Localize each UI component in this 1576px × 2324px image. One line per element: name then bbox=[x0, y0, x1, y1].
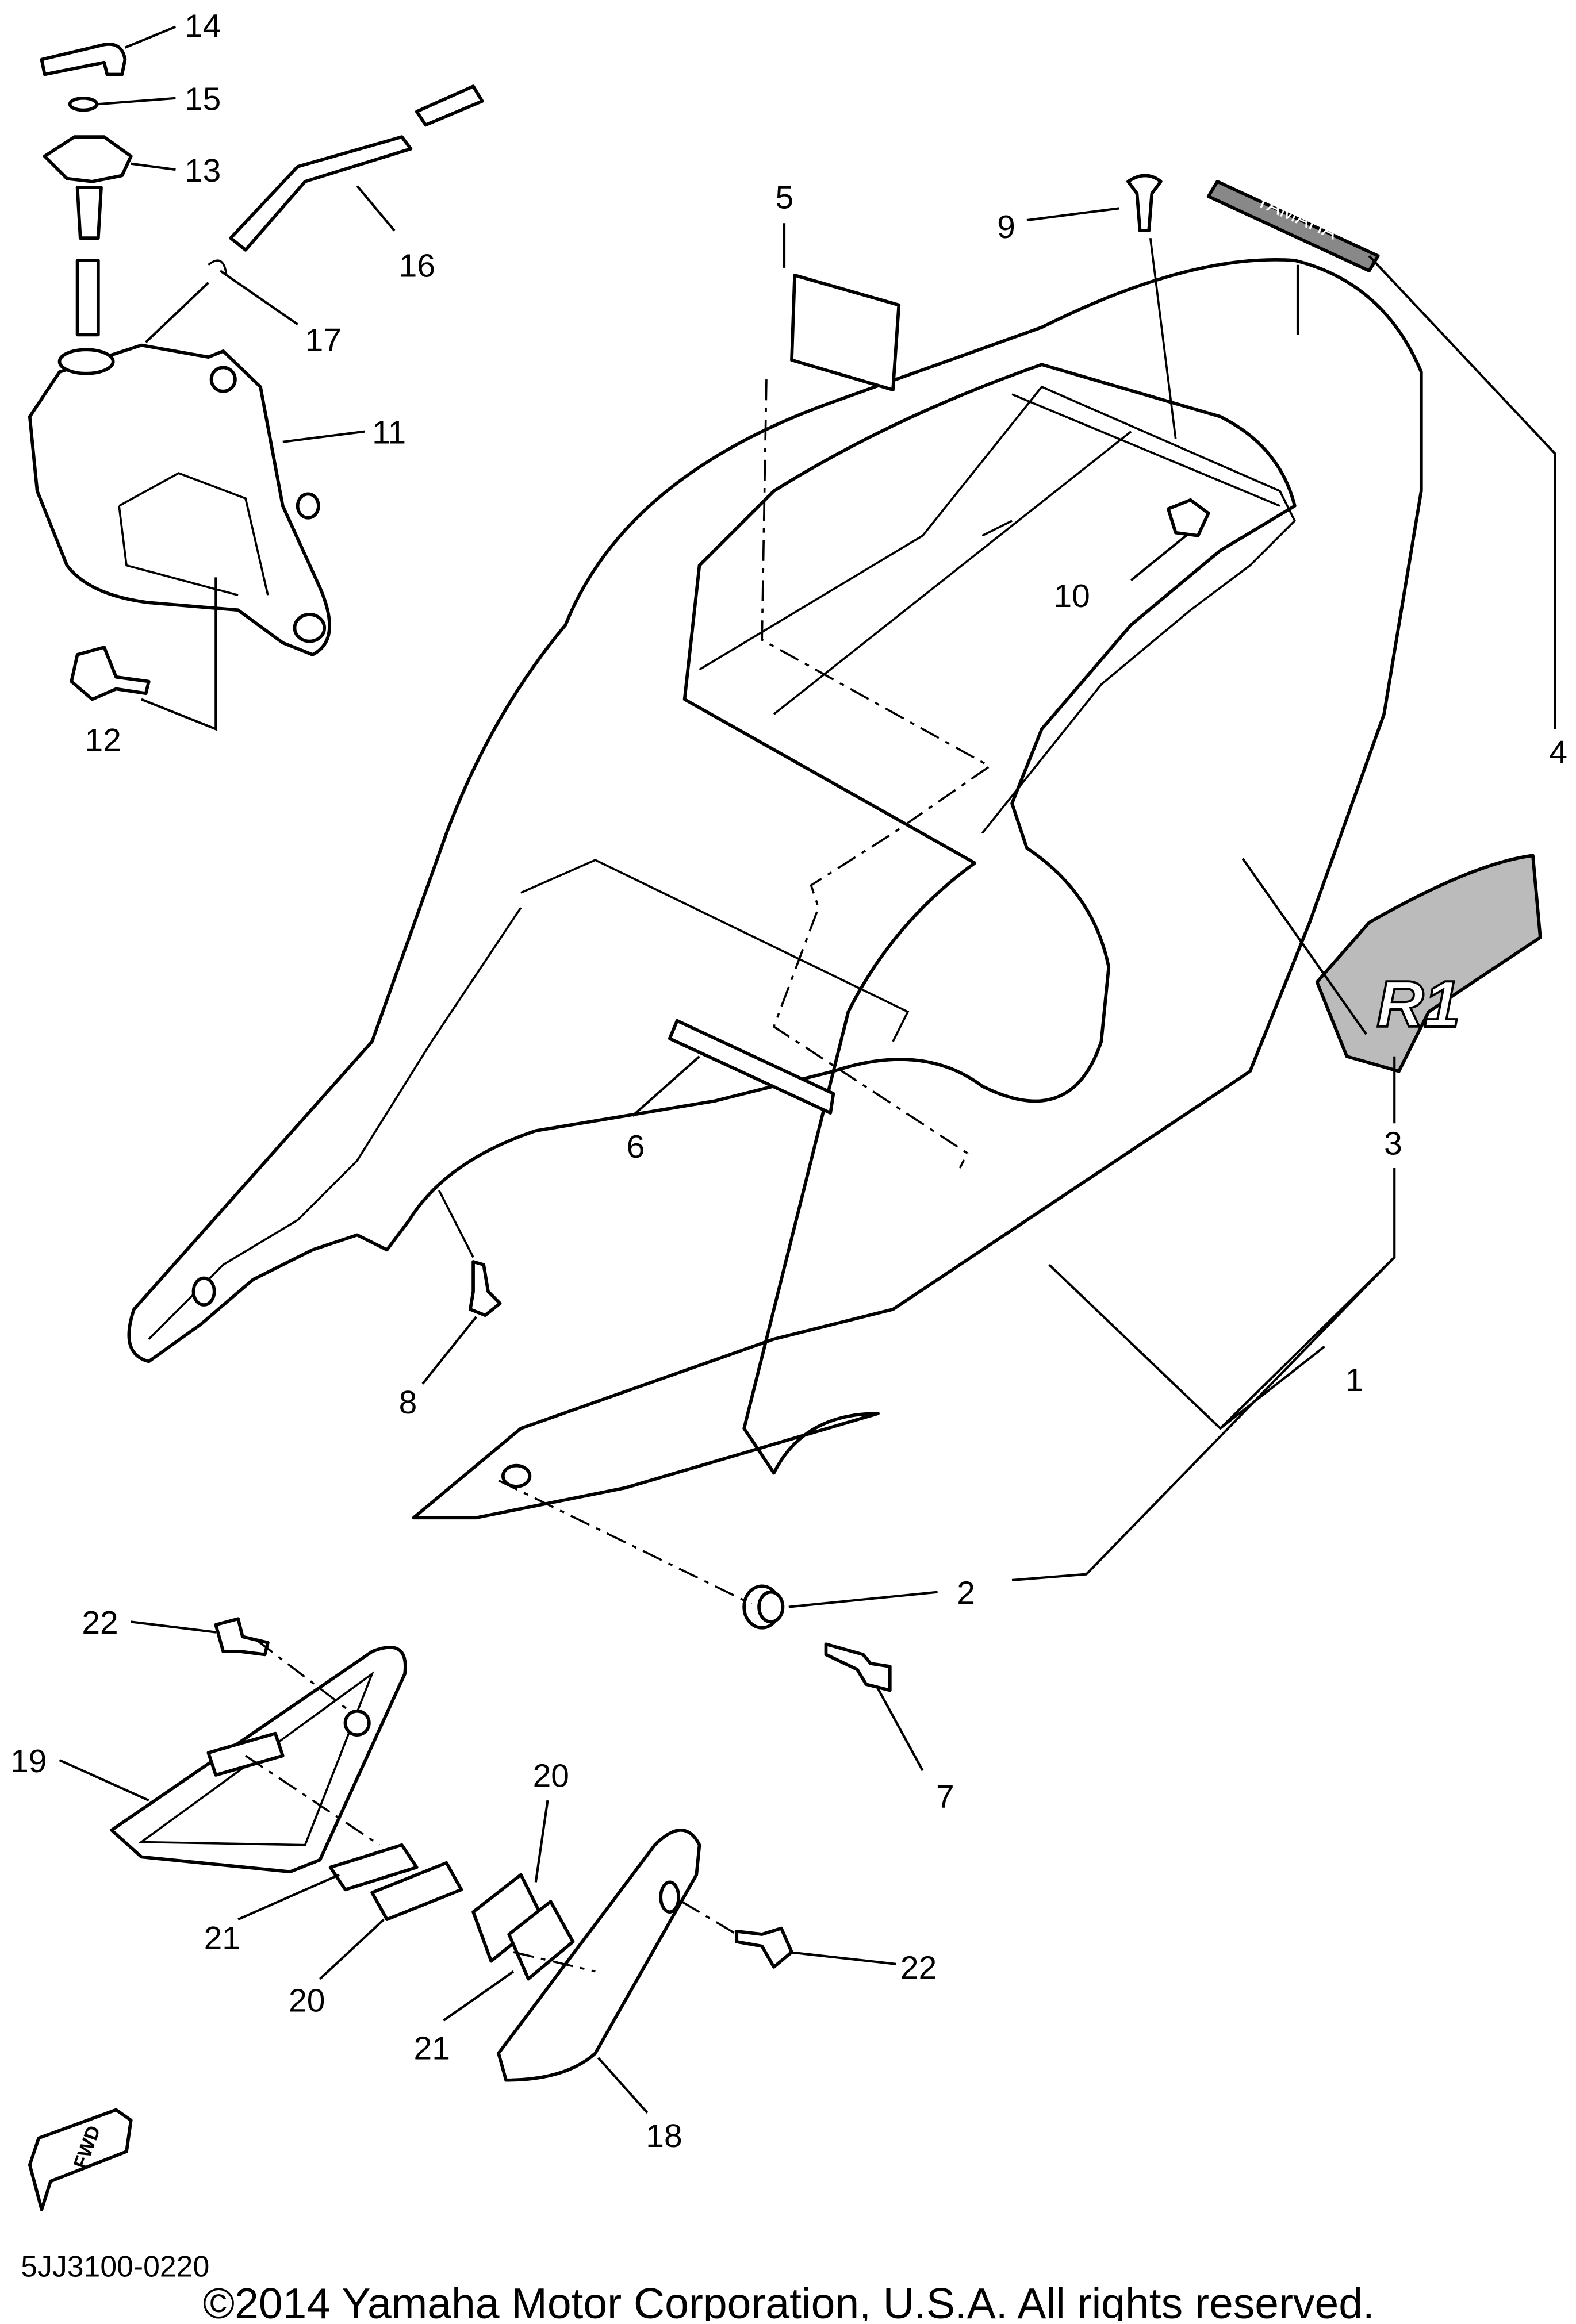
callout-13: 13 bbox=[185, 152, 221, 189]
side-cover-part-18 bbox=[497, 1829, 701, 2082]
yamaha-decal-part-4: YAMAHA bbox=[1206, 179, 1380, 272]
callout-15: 15 bbox=[185, 81, 221, 118]
hose-part-16 bbox=[229, 84, 484, 252]
callout-6: 6 bbox=[627, 1128, 645, 1165]
callout-4: 4 bbox=[1549, 734, 1567, 771]
nut-part-10 bbox=[1166, 498, 1210, 537]
callout-21: 21 bbox=[414, 2030, 450, 2066]
callout-1: 1 bbox=[1345, 1362, 1364, 1399]
forward-arrow-icon: FWD bbox=[28, 2108, 133, 2211]
bolt-part-12 bbox=[70, 646, 151, 701]
seat-cowl-part-1 bbox=[127, 258, 1423, 1520]
screw-part-8 bbox=[469, 1260, 502, 1317]
callout-7: 7 bbox=[936, 1778, 954, 1815]
label-part-5 bbox=[790, 274, 901, 392]
damper-part-20-left bbox=[328, 1843, 419, 1892]
screw-part-9 bbox=[1126, 174, 1163, 233]
label-part-6 bbox=[668, 1019, 835, 1115]
callout-20: 20 bbox=[533, 1758, 569, 1795]
leader-lines bbox=[59, 25, 1556, 2114]
callout-3: 3 bbox=[1384, 1125, 1402, 1162]
callout-18: 18 bbox=[646, 2118, 682, 2154]
callout-17: 17 bbox=[305, 322, 342, 359]
callout-20: 20 bbox=[289, 1983, 325, 2019]
callout-21: 21 bbox=[204, 1920, 240, 1957]
callout-10: 10 bbox=[1054, 578, 1090, 614]
clip-part-15 bbox=[68, 96, 99, 112]
callout-19: 19 bbox=[10, 1743, 47, 1780]
grommet-part-2 bbox=[742, 1584, 785, 1630]
callout-11: 11 bbox=[372, 414, 406, 451]
coolant-reservoir-part-11 bbox=[28, 343, 331, 656]
screw-part-22-upper bbox=[214, 1617, 270, 1657]
callout-5: 5 bbox=[775, 179, 793, 216]
callout-22: 22 bbox=[900, 1950, 937, 1987]
r1-decal-part-3: R1 bbox=[1315, 854, 1542, 1073]
callout-2: 2 bbox=[957, 1574, 975, 1611]
copyright-notice: ©2014 Yamaha Motor Corporation, U.S.A. A… bbox=[203, 2279, 1375, 2321]
callout-22: 22 bbox=[82, 1604, 118, 1641]
callout-14: 14 bbox=[185, 8, 221, 45]
label-part-21 bbox=[206, 1731, 575, 1981]
diagram-code: 5JJ3100-0220 bbox=[21, 2249, 209, 2283]
svg-text:R1: R1 bbox=[1376, 968, 1460, 1041]
screw-part-7 bbox=[824, 1642, 892, 1692]
callout-16: 16 bbox=[399, 247, 435, 284]
callout-labels: 14 15 13 16 17 11 12 5 9 10 4 3 6 1 8 2 … bbox=[10, 8, 1567, 2154]
callout-8: 8 bbox=[399, 1384, 417, 1421]
damper-part-20-right bbox=[370, 1861, 463, 1921]
screw-part-22-lower bbox=[735, 1926, 793, 1969]
callout-9: 9 bbox=[997, 209, 1015, 245]
callout-12: 12 bbox=[85, 722, 121, 759]
cap-part-13 bbox=[43, 135, 133, 183]
elbow-pipe-part-14 bbox=[40, 43, 127, 76]
clamp-part-17 bbox=[208, 259, 228, 274]
